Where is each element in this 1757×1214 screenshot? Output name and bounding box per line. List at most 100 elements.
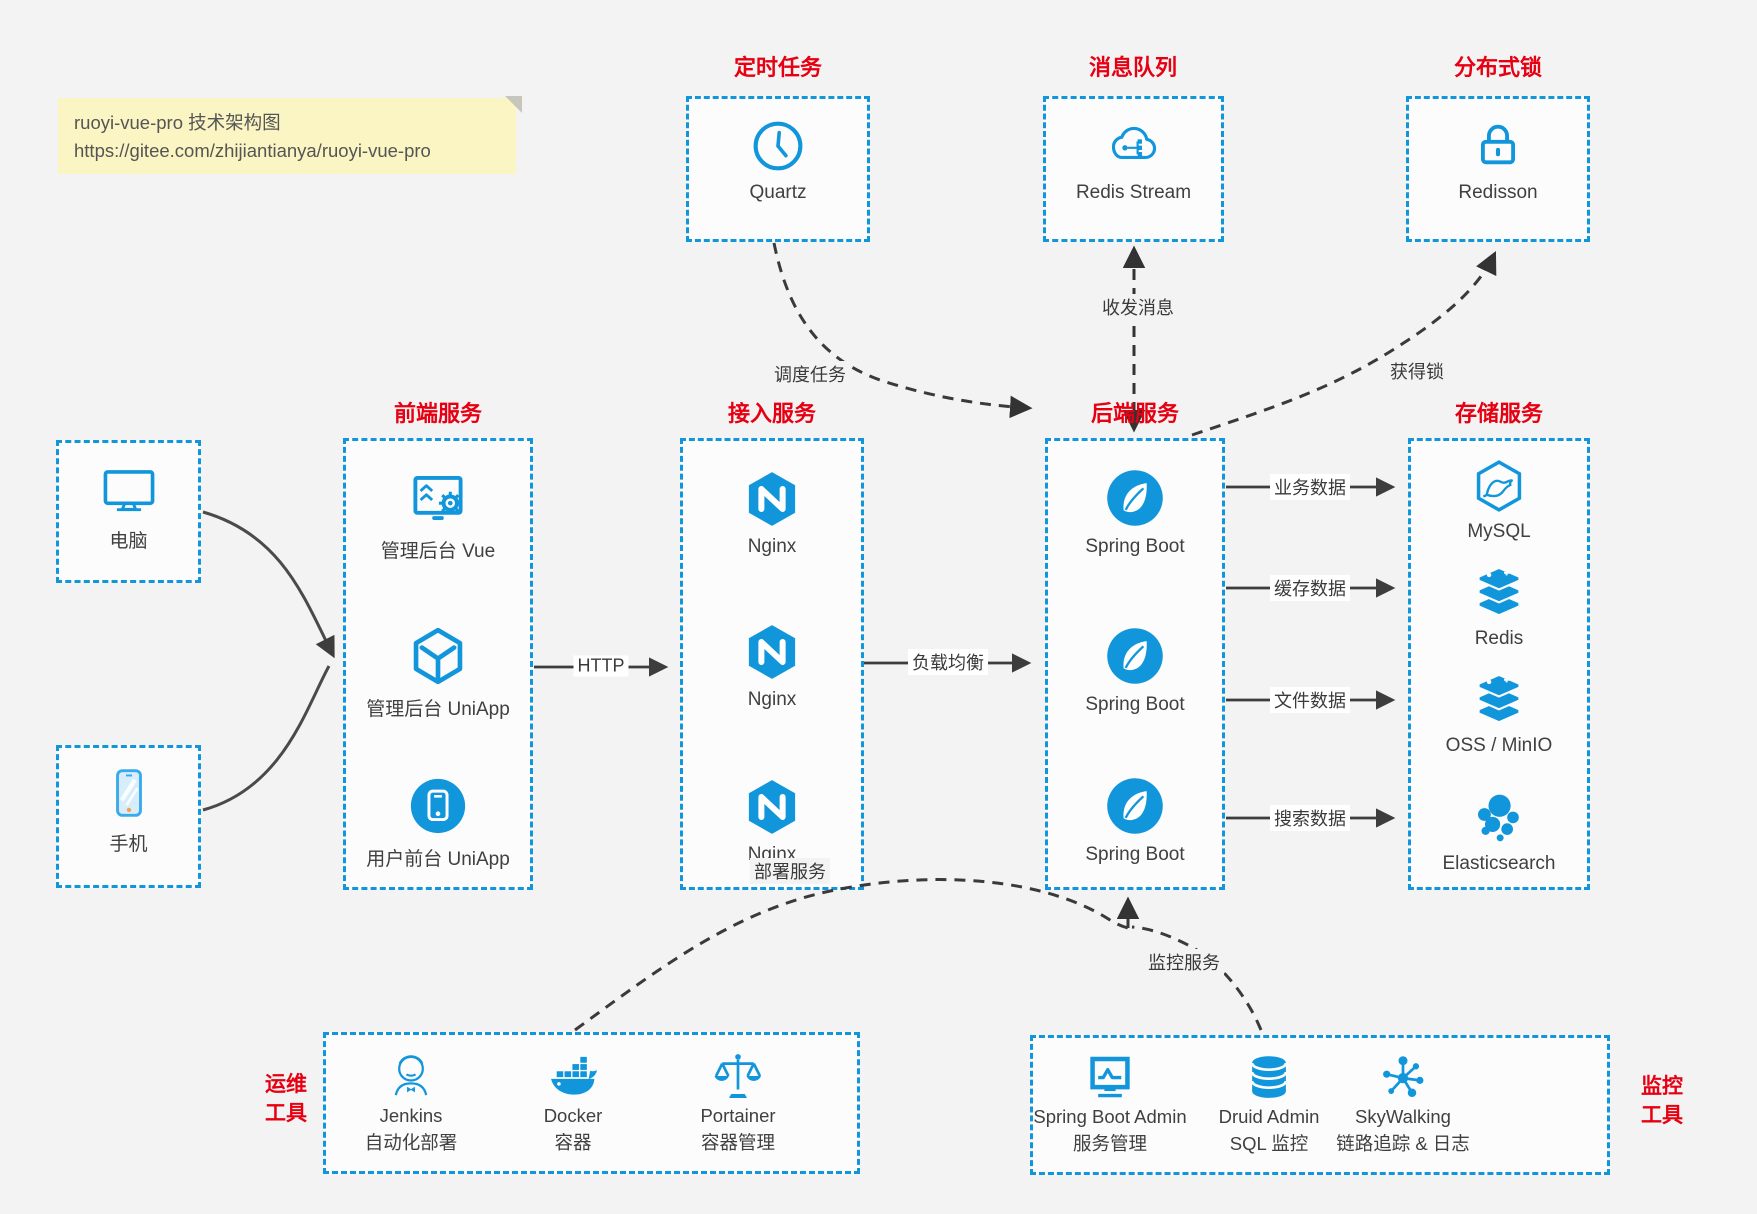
portainer-label: Portainer [700, 1105, 776, 1126]
mysql-icon [1471, 458, 1527, 514]
padlock-icon [1469, 117, 1527, 175]
group-title-scheduled-task: 定时任务 [733, 55, 822, 80]
note-title: ruoyi-vue-pro 技术架构图 [74, 112, 281, 133]
skywalking-icon [1376, 1050, 1430, 1104]
computer-icon [100, 461, 158, 519]
service-item: 管理后台 UniApp [346, 625, 530, 721]
admin-vue-label: 管理后台 Vue [380, 541, 496, 562]
nginx-label: Nginx [747, 689, 797, 710]
jenkins-sublabel: 自动化部署 [364, 1132, 458, 1153]
side-title-monitor-tools: 监控 工具 [1641, 1075, 1683, 1128]
box-phone: 手机 [56, 745, 201, 888]
edge-label-monitor-service: 监控服务 [1144, 949, 1224, 975]
user-uniapp-icon [407, 775, 469, 837]
edge-label-load-balance: 负载均衡 [908, 649, 988, 675]
spring-boot-label: Spring Boot [1085, 844, 1185, 865]
service-item: Redis [1411, 565, 1587, 650]
box-storage-services: MySQL Redis OSS / MinIO Elasticsearch [1408, 438, 1590, 890]
box-redisson: Redisson [1406, 96, 1590, 242]
skywalking-sublabel: 链路追踪 & 日志 [1336, 1133, 1470, 1154]
clock-icon [749, 117, 807, 175]
service-item: OSS / MinIO [1411, 672, 1587, 757]
druid-sublabel: SQL 监控 [1229, 1133, 1309, 1154]
docker-label: Docker [543, 1105, 603, 1126]
oss-minio-icon [1471, 672, 1527, 728]
side-title-ops-tools: 运维 工具 [265, 1073, 307, 1126]
tool-item: Jenkins 自动化部署 [331, 1049, 491, 1155]
service-item: Nginx [683, 469, 861, 558]
edge-label-http: HTTP [573, 655, 629, 677]
mysql-label: MySQL [1467, 521, 1531, 542]
jenkins-icon [384, 1049, 438, 1103]
service-item: 用户前台 UniApp [346, 775, 530, 871]
spring-boot-label: Spring Boot [1085, 694, 1185, 715]
spring-boot-label: Spring Boot [1085, 536, 1185, 557]
service-item: MySQL [1411, 458, 1587, 543]
redisson-label: Redisson [1458, 182, 1538, 203]
box-frontend-services: 管理后台 Vue 管理后台 UniApp 用户前台 UniApp [343, 438, 533, 890]
edge-label-send-receive-message: 收发消息 [1098, 294, 1178, 320]
service-item: Nginx [683, 622, 861, 711]
box-quartz: Quartz [686, 96, 870, 242]
computer-label: 电脑 [109, 531, 148, 552]
edge-label-file-data: 文件数据 [1270, 687, 1350, 713]
service-item: Spring Boot [1048, 775, 1222, 866]
tool-item: Druid Admin SQL 监控 [1179, 1050, 1359, 1156]
portainer-icon [711, 1049, 765, 1103]
spring-boot-admin-icon [1083, 1050, 1137, 1104]
nginx-label: Nginx [747, 536, 797, 557]
elasticsearch-icon [1471, 790, 1527, 846]
uniapp-cube-icon [407, 625, 469, 687]
skywalking-label: SkyWalking [1355, 1106, 1451, 1127]
service-item: Nginx [683, 777, 861, 866]
docker-sublabel: 容器 [554, 1132, 592, 1153]
portainer-sublabel: 容器管理 [700, 1132, 775, 1153]
tool-item: Spring Boot Admin 服务管理 [1020, 1050, 1200, 1156]
note-fold-corner [505, 96, 522, 113]
druid-icon [1242, 1050, 1296, 1104]
spring-boot-icon [1104, 775, 1166, 837]
edge-deploy-service [574, 878, 1129, 1032]
edge-label-deploy-service: 部署服务 [750, 858, 830, 884]
spring-boot-admin-label: Spring Boot Admin [1033, 1106, 1187, 1127]
redis-icon [1471, 565, 1527, 621]
edge-label-cache-data: 缓存数据 [1270, 575, 1350, 601]
group-title-distributed-lock: 分布式锁 [1453, 55, 1542, 80]
box-redis-stream: Redis Stream [1043, 96, 1224, 242]
service-item: Spring Boot [1048, 625, 1222, 716]
tool-item: Portainer 容器管理 [658, 1049, 818, 1155]
oss-minio-label: OSS / MinIO [1445, 735, 1553, 756]
phone-label: 手机 [109, 834, 148, 855]
edge-phone-frontend [202, 665, 331, 812]
column-title-storage: 存储服务 [1454, 401, 1543, 426]
message-cloud-icon [1105, 117, 1163, 175]
group-title-message-queue: 消息队列 [1088, 55, 1177, 80]
edge-label-acquire-lock: 获得锁 [1386, 358, 1448, 384]
box-backend-services: Spring Boot Spring Boot Spring Boot [1045, 438, 1225, 890]
elasticsearch-label: Elasticsearch [1442, 853, 1556, 874]
edge-label-schedule-task: 调度任务 [770, 361, 850, 387]
admin-uniapp-label: 管理后台 UniApp [366, 699, 510, 720]
box-computer: 电脑 [56, 440, 201, 583]
spring-boot-icon [1104, 467, 1166, 529]
phone-icon [100, 764, 158, 822]
sticky-note: ruoyi-vue-pro 技术架构图 https://gitee.com/zh… [58, 96, 522, 174]
tool-item: Docker 容器 [493, 1049, 653, 1155]
nginx-icon [742, 622, 802, 682]
column-title-frontend: 前端服务 [393, 401, 482, 426]
druid-label: Druid Admin [1218, 1106, 1320, 1127]
user-uniapp-label: 用户前台 UniApp [366, 849, 510, 870]
service-item: Spring Boot [1048, 467, 1222, 558]
redis-stream-label: Redis Stream [1075, 182, 1192, 203]
nginx-icon [742, 469, 802, 529]
service-item: 管理后台 Vue [346, 467, 530, 563]
nginx-icon [742, 777, 802, 837]
column-title-access: 接入服务 [727, 401, 816, 426]
edge-monitor-service [1131, 925, 1263, 1031]
redis-label: Redis [1474, 628, 1524, 649]
spring-boot-admin-sublabel: 服务管理 [1072, 1133, 1147, 1154]
box-monitor-tools: Spring Boot Admin 服务管理 Druid Admin SQL 监… [1030, 1035, 1610, 1175]
tool-item: SkyWalking 链路追踪 & 日志 [1313, 1050, 1493, 1156]
note-url: https://gitee.com/zhijiantianya/ruoyi-vu… [74, 139, 431, 161]
edge-label-business-data: 业务数据 [1270, 474, 1350, 500]
